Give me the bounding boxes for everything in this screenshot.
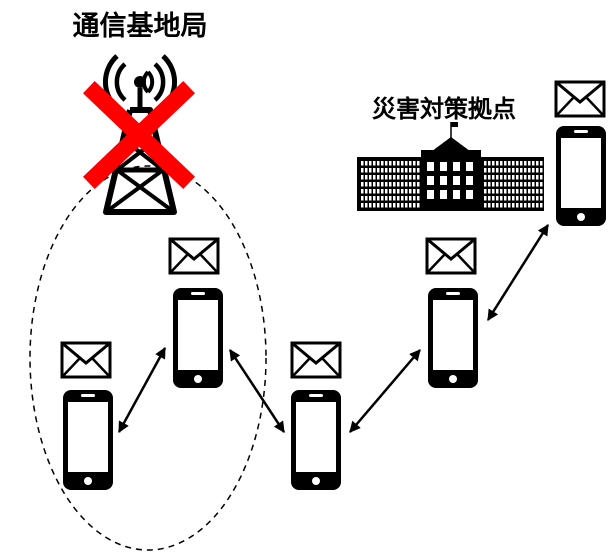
envelope-icon	[554, 80, 606, 118]
government-building-icon	[357, 122, 544, 211]
envelope-icon	[425, 237, 477, 275]
link-arrow	[486, 224, 550, 321]
envelope-icon	[168, 237, 220, 275]
smartphone-icon	[291, 390, 341, 490]
smartphone-icon	[63, 390, 113, 490]
link-arrow	[349, 349, 421, 433]
envelope-icon	[290, 341, 342, 379]
envelope-icon	[60, 341, 112, 379]
base-label: 災害対策拠点	[372, 95, 516, 123]
smartphone-icon	[428, 288, 478, 388]
tower-label: 通信基地局	[73, 11, 208, 42]
disabled-cross-icon	[82, 80, 196, 190]
smartphone-icon	[556, 126, 606, 226]
link-arrow	[117, 347, 167, 433]
smartphone-icon	[173, 288, 223, 388]
link-arrow	[228, 349, 286, 433]
